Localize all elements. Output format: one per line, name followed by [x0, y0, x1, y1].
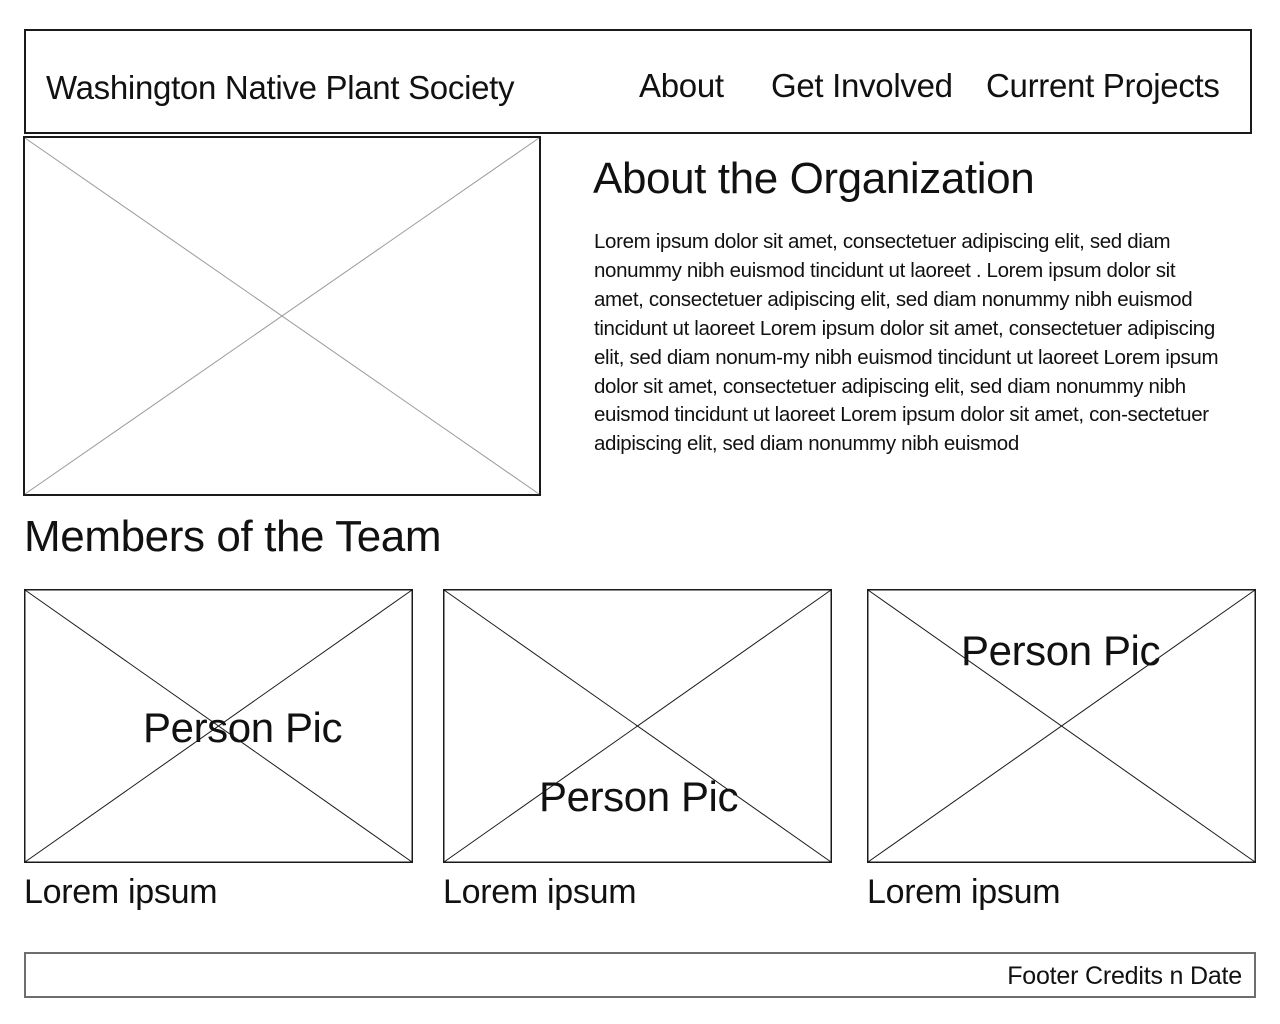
nav-about-link[interactable]: About: [639, 67, 724, 104]
nav-current-projects-link[interactable]: Current Projects: [986, 67, 1220, 104]
person-pic-placeholder: Person Pic: [24, 589, 413, 863]
image-placeholder-icon: [867, 589, 1256, 863]
about-body-text: Lorem ipsum dolor sit amet, consectetuer…: [594, 230, 1219, 456]
person-pic-placeholder: Person Pic: [443, 589, 832, 863]
person-pic-label: Person Pic: [143, 704, 343, 751]
person-pic-placeholder: Person Pic: [867, 589, 1256, 863]
about-heading: About the Organization: [593, 154, 1035, 203]
nav-get-involved-link[interactable]: Get Involved: [771, 67, 953, 104]
organization-image-placeholder: [23, 136, 541, 496]
image-placeholder-icon: [443, 589, 832, 863]
image-placeholder-icon: [23, 136, 541, 496]
image-placeholder-icon: [24, 589, 413, 863]
site-title[interactable]: Washington Native Plant Society: [46, 69, 515, 106]
member-name: Lorem ipsum: [443, 873, 637, 911]
member-name: Lorem ipsum: [867, 873, 1061, 911]
member-name: Lorem ipsum: [24, 873, 218, 911]
team-heading: Members of the Team: [24, 512, 442, 561]
footer-credits: Footer Credits n Date: [1007, 962, 1242, 990]
site-footer: Footer Credits n Date: [24, 952, 1256, 998]
person-pic-label: Person Pic: [539, 773, 739, 820]
person-pic-label: Person Pic: [961, 627, 1161, 674]
site-header: Washington Native Plant Society About Ge…: [24, 29, 1252, 134]
